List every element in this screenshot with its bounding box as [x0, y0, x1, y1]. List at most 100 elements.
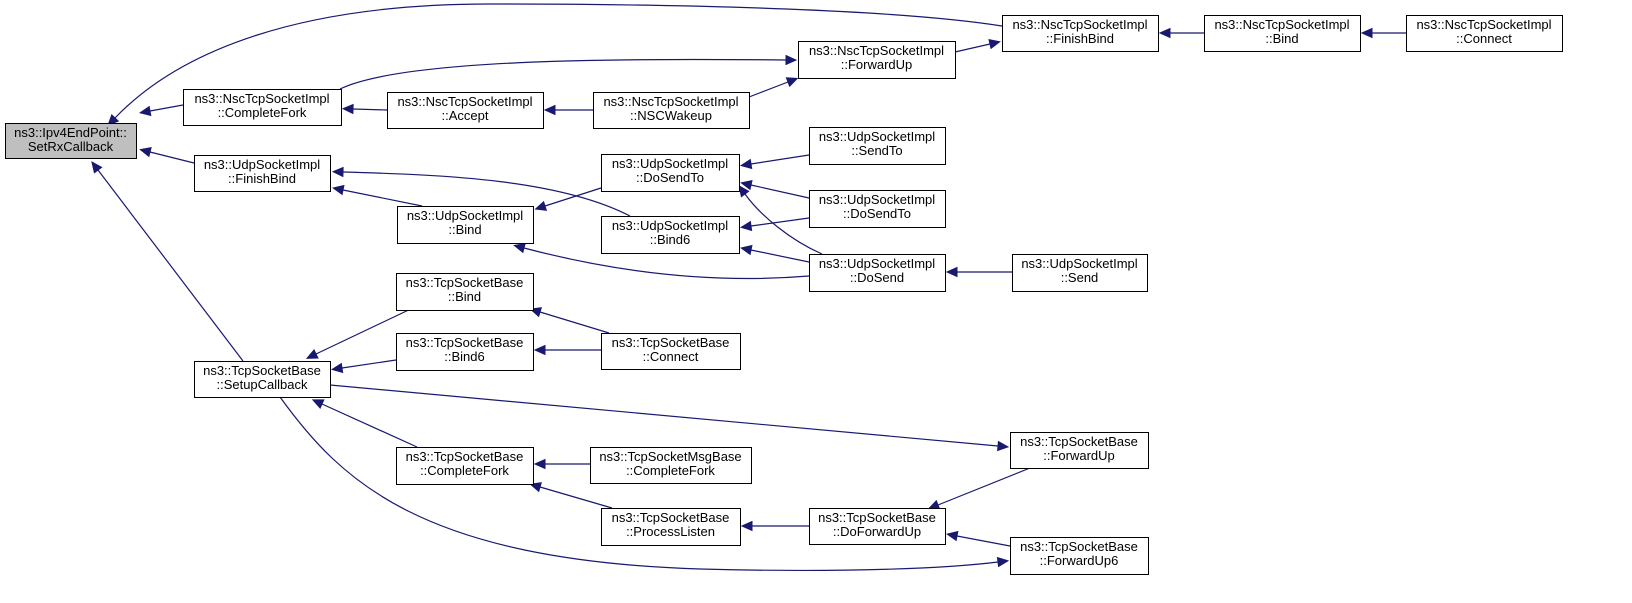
- edge-tcpDoForwardUp-to-tcpProcessListen: [740, 520, 809, 532]
- edge-arrowhead: [91, 161, 103, 174]
- node-box: [387, 92, 544, 129]
- edge-arrowhead: [139, 147, 152, 158]
- edge-udpBind6-to-udpFinishBind: [331, 166, 631, 217]
- node-label-line: ::Connect: [643, 349, 699, 364]
- node-box: [1002, 15, 1159, 52]
- node-label-line: ::DoSendTo: [843, 206, 911, 221]
- node-nscAccept[interactable]: ns3::NscTcpSocketImpl::Accept: [387, 92, 544, 129]
- node-udpDoSendTo[interactable]: ns3::UdpSocketImpl::DoSendTo: [601, 154, 740, 192]
- edge-udpFinishBind-to-root: [139, 147, 195, 164]
- edge-arrowhead: [997, 440, 1010, 452]
- edge-nscAccept-to-nscCompleteFork: [341, 103, 388, 115]
- node-label-line: ::DoForwardUp: [833, 524, 921, 539]
- node-tcpForwardUp[interactable]: ns3::TcpSocketBase::ForwardUp: [1010, 432, 1149, 469]
- node-label-line: SetRxCallback: [28, 139, 114, 154]
- node-udpSendTo[interactable]: ns3::UdpSocketImpl::SendTo: [809, 127, 946, 165]
- node-label-line: ns3::UdpSocketImpl: [1021, 256, 1137, 271]
- edge-tcpConnect-to-tcpBind: [529, 307, 610, 334]
- edge-arrowhead: [533, 344, 546, 356]
- edge-tcpBind-to-tcpSetupCallback: [305, 305, 418, 359]
- node-label-line: ns3::TcpSocketBase: [818, 510, 936, 525]
- node-tcpSetupCallback[interactable]: ns3::TcpSocketBase::SetupCallback: [194, 361, 331, 398]
- node-udpBind[interactable]: ns3::UdpSocketImpl::Bind: [397, 206, 534, 244]
- edge-tcpConnect-to-tcpBind6: [533, 344, 601, 356]
- node-nscWakeup[interactable]: ns3::NscTcpSocketImpl::NSCWakeup: [593, 92, 750, 129]
- node-label-line: ::ForwardUp: [841, 57, 913, 72]
- node-nscBind[interactable]: ns3::NscTcpSocketImpl::Bind: [1204, 15, 1361, 52]
- node-label-line: ::Bind: [448, 222, 481, 237]
- node-box: [1010, 432, 1149, 469]
- node-label-line: ns3::UdpSocketImpl: [612, 156, 728, 171]
- edge-arrowhead: [927, 499, 941, 510]
- node-label-line: ns3::Ipv4EndPoint::: [14, 125, 127, 140]
- edge-tcpCompleteFork-to-tcpSetupCallback: [311, 399, 418, 448]
- edge-line: [321, 403, 418, 448]
- node-root[interactable]: ns3::Ipv4EndPoint::SetRxCallback: [5, 123, 137, 159]
- edge-line: [539, 486, 613, 509]
- node-box: [809, 508, 946, 545]
- node-udpDoSendTo2[interactable]: ns3::UdpSocketImpl::DoSendTo: [809, 190, 946, 228]
- edge-layer: [91, 3, 1406, 572]
- edge-line: [750, 217, 810, 227]
- edge-line: [937, 467, 1031, 506]
- edge-tcpBind6-to-tcpSetupCallback: [330, 359, 397, 374]
- node-label-line: ns3::NscTcpSocketImpl: [603, 94, 738, 109]
- node-tcpBind6[interactable]: ns3::TcpSocketBase::Bind6: [396, 333, 534, 371]
- node-box: [1012, 254, 1148, 292]
- node-label-line: ns3::TcpSocketMsgBase: [599, 449, 741, 464]
- node-nscFinishBind[interactable]: ns3::NscTcpSocketImpl::FinishBind: [1002, 15, 1159, 52]
- node-tcpDoForwardUp[interactable]: ns3::TcpSocketBase::DoForwardUp: [809, 508, 946, 545]
- node-label-line: ns3::UdpSocketImpl: [204, 157, 320, 172]
- edge-nscWakeup-to-nscForwardUp: [748, 77, 799, 98]
- edge-tcpSetupCallback-to-tcpForwardUp: [329, 384, 1010, 452]
- node-label-line: ns3::TcpSocketBase: [1020, 434, 1138, 449]
- node-udpSend[interactable]: ns3::UdpSocketImpl::Send: [1012, 254, 1148, 292]
- node-udpDoSend[interactable]: ns3::UdpSocketImpl::DoSend: [809, 254, 946, 292]
- node-label-line: ns3::UdpSocketImpl: [819, 129, 935, 144]
- edge-udpDoSendTo2-to-udpDoSendTo: [740, 179, 810, 199]
- edge-arrowhead: [785, 54, 798, 66]
- node-label-line: ::ForwardUp: [1043, 448, 1115, 463]
- node-nscCompleteFork[interactable]: ns3::NscTcpSocketImpl::CompleteFork: [183, 89, 342, 126]
- edge-arrowhead: [543, 104, 556, 116]
- edge-arrowhead: [534, 200, 548, 211]
- edge-line: [544, 187, 602, 207]
- edge-arrowhead: [740, 244, 753, 256]
- edge-line: [744, 193, 823, 255]
- node-label-line: ns3::NscTcpSocketImpl: [397, 94, 532, 109]
- node-label-line: ::Connect: [1456, 31, 1512, 46]
- node-box: [194, 361, 331, 398]
- node-tcpConnect[interactable]: ns3::TcpSocketBase::Connect: [601, 333, 741, 370]
- edge-nscBind-to-nscFinishBind: [1158, 27, 1204, 39]
- edge-arrowhead: [1360, 27, 1373, 39]
- node-label-line: ns3::NscTcpSocketImpl: [1012, 17, 1147, 32]
- node-tcpProcessListen[interactable]: ns3::TcpSocketBase::ProcessListen: [601, 508, 741, 546]
- edge-arrowhead: [332, 184, 345, 196]
- node-udpBind6[interactable]: ns3::UdpSocketImpl::Bind6: [601, 216, 740, 254]
- node-box: [1010, 537, 1149, 575]
- edge-arrowhead: [740, 520, 753, 532]
- edge-udpBind-to-udpFinishBind: [332, 184, 423, 207]
- node-label-line: ::Bind: [448, 289, 481, 304]
- node-box: [1406, 15, 1563, 52]
- edge-line: [954, 43, 991, 53]
- node-label-line: ns3::NscTcpSocketImpl: [1214, 17, 1349, 32]
- edge-tcpForwardUp6-to-tcpDoForwardUp: [945, 530, 1011, 547]
- node-tcpMsgCompleteFork[interactable]: ns3::TcpSocketMsgBase::CompleteFork: [590, 447, 752, 484]
- node-nscConnect[interactable]: ns3::NscTcpSocketImpl::Connect: [1406, 15, 1563, 52]
- node-tcpForwardUp6[interactable]: ns3::TcpSocketBase::ForwardUp6: [1010, 537, 1149, 575]
- node-udpFinishBind[interactable]: ns3::UdpSocketImpl::FinishBind: [194, 155, 331, 192]
- node-label-line: ::Bind: [1265, 31, 1298, 46]
- node-tcpBind[interactable]: ns3::TcpSocketBase::Bind: [396, 273, 534, 311]
- node-tcpCompleteFork[interactable]: ns3::TcpSocketBase::CompleteFork: [396, 447, 534, 485]
- node-label-line: ::DoSendTo: [636, 170, 704, 185]
- edge-tcpMsgCompleteFork-to-tcpCompleteFork: [533, 458, 590, 470]
- edge-arrowhead: [341, 103, 354, 115]
- edge-arrowhead: [739, 220, 753, 232]
- edge-line: [315, 305, 418, 355]
- node-nscForwardUp[interactable]: ns3::NscTcpSocketImpl::ForwardUp: [798, 41, 956, 79]
- node-label-line: ns3::TcpSocketBase: [612, 510, 730, 525]
- node-box: [809, 127, 946, 165]
- edge-arrowhead: [740, 179, 753, 191]
- edge-udpDoSendTo2-to-udpBind6: [739, 217, 810, 232]
